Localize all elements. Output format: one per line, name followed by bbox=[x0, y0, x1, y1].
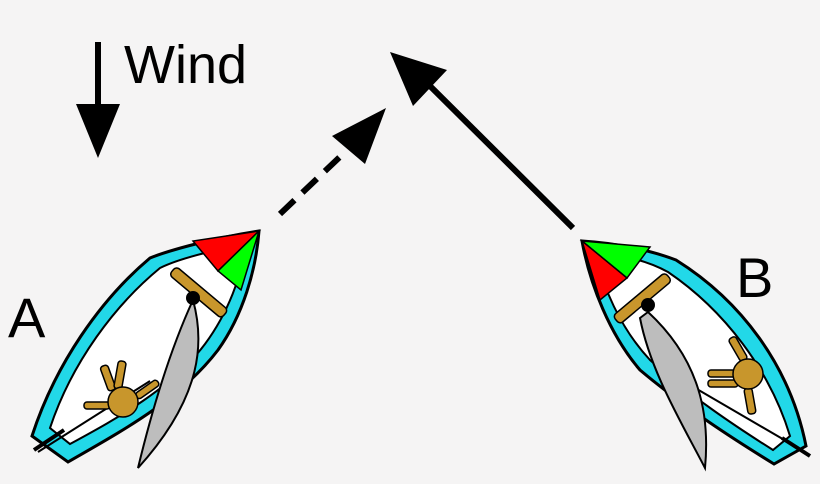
boat-a-label: A bbox=[8, 286, 46, 349]
wind-direction-arrow-icon bbox=[76, 42, 120, 158]
boat-b-sail bbox=[638, 310, 708, 472]
boat-b-port-light bbox=[580, 238, 629, 302]
boat-b-label: B bbox=[736, 246, 774, 309]
course-arrow-dashed-icon bbox=[277, 108, 386, 217]
sailboat-b-icon bbox=[579, 238, 812, 472]
course-arrow-solid-icon bbox=[390, 52, 576, 231]
boat-a-starboard-light bbox=[216, 230, 260, 292]
boat-b-crew bbox=[707, 336, 764, 415]
sailboat-a-icon bbox=[30, 229, 262, 469]
wind-label: Wind bbox=[124, 35, 248, 95]
boat-a-sail bbox=[137, 297, 200, 469]
boat-a-crew bbox=[83, 360, 160, 418]
